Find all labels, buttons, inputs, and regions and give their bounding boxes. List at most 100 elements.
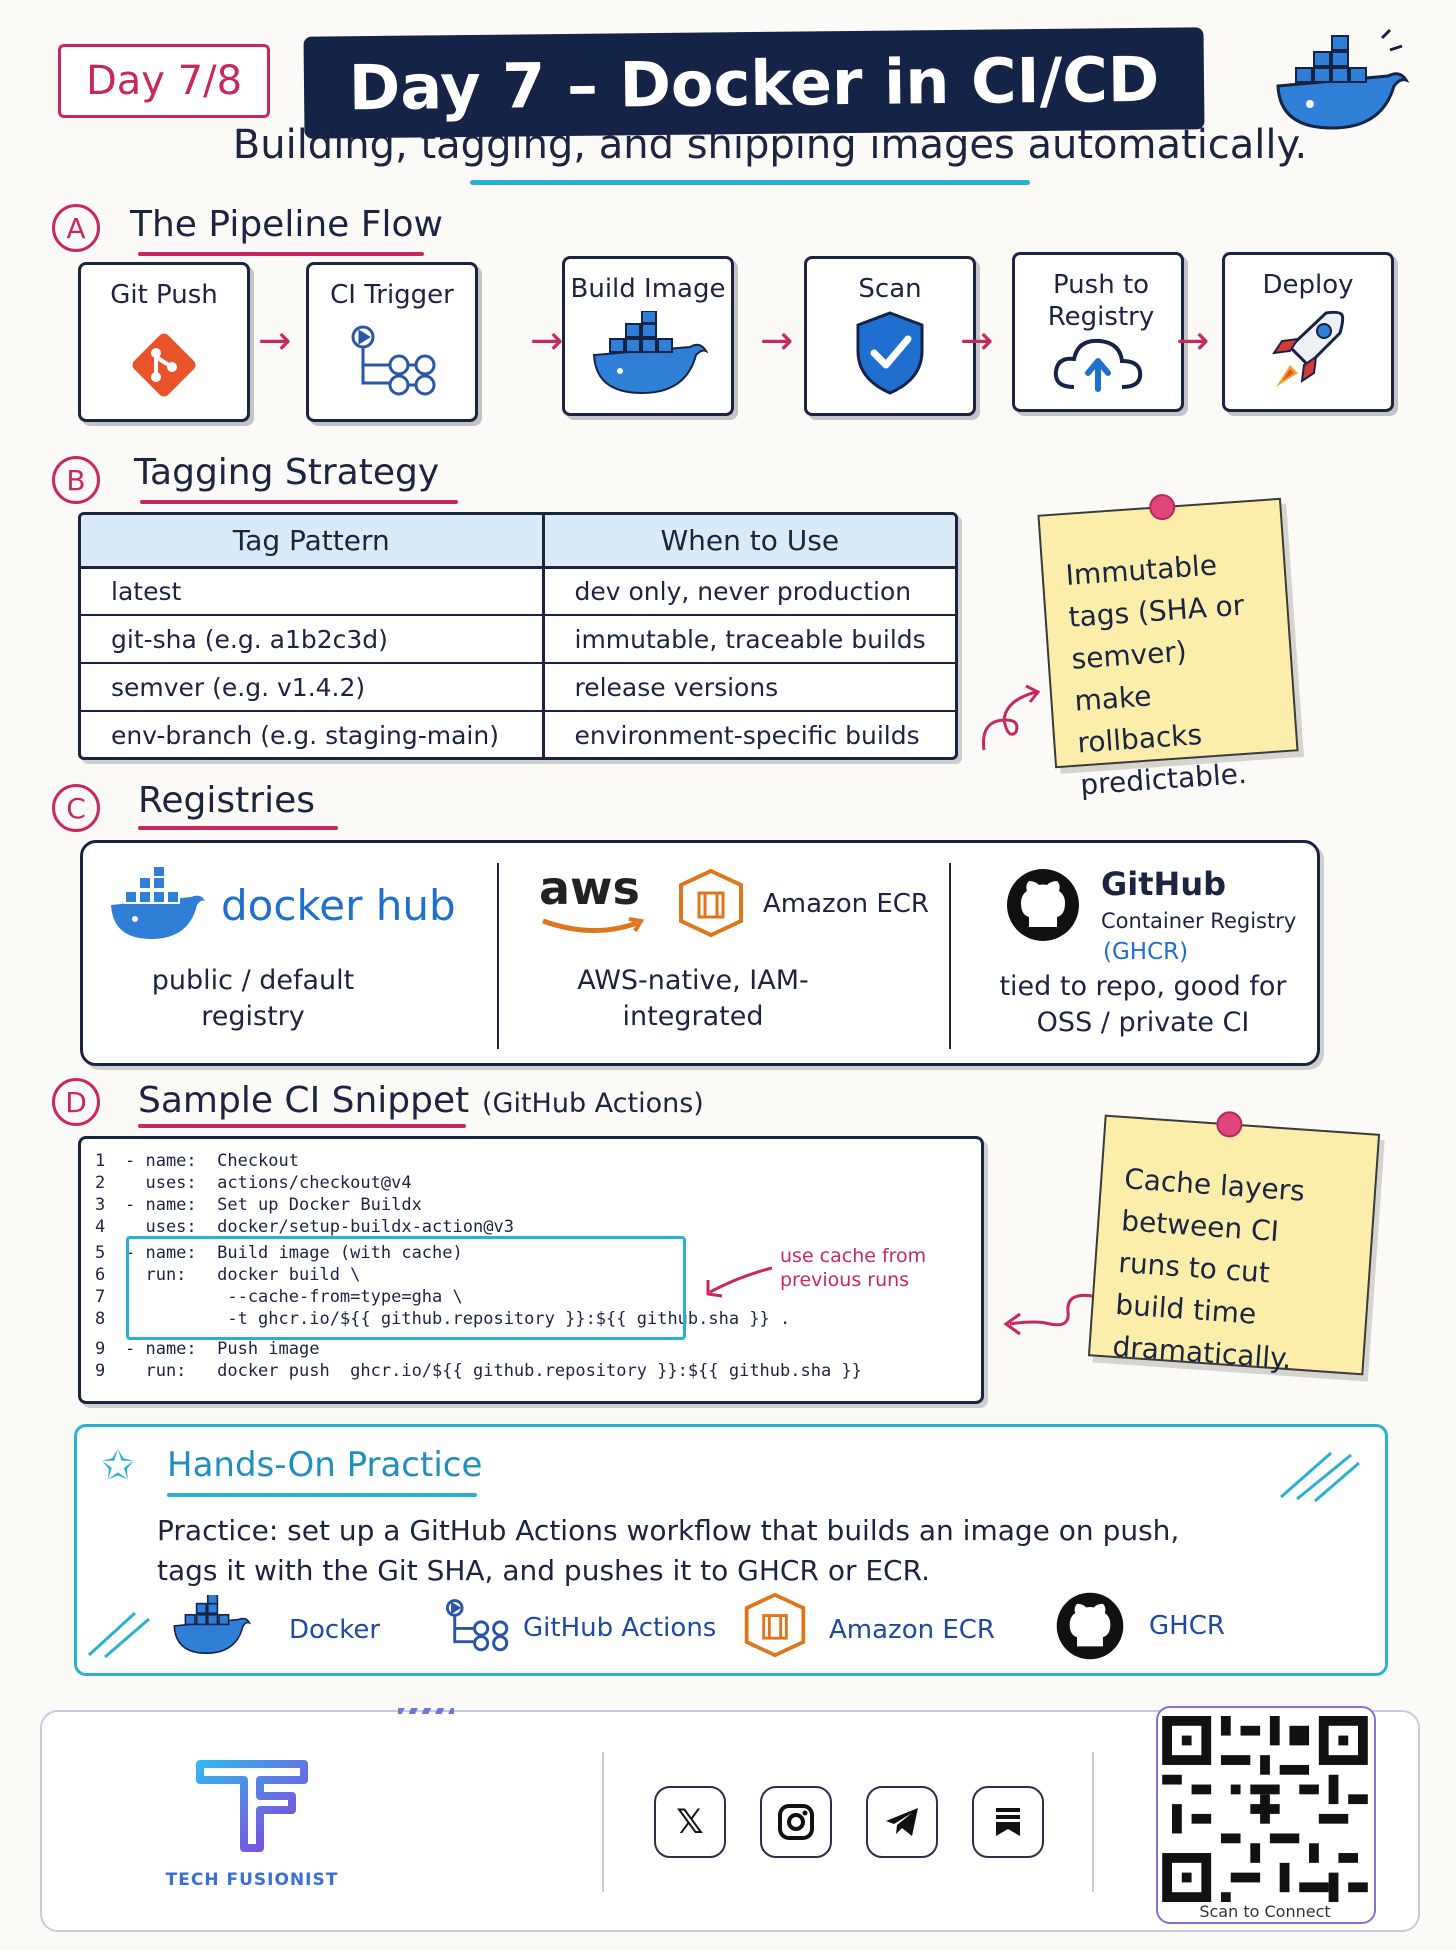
step-label: Git Push [110, 280, 218, 310]
annotation-arrow-icon [706, 1266, 773, 1298]
docker-whale-icon [111, 867, 205, 939]
sticky-note-text: Cache layers between CI runs to cut buil… [1111, 1162, 1306, 1376]
code-text: run: docker push ghcr.io/${{ github.repo… [125, 1361, 862, 1381]
pipeline-step-scan: Scan [804, 256, 976, 416]
line-number: 4 [95, 1217, 106, 1237]
line-number: 8 [95, 1309, 106, 1329]
docker-whale-icon [592, 311, 708, 395]
pipeline-step-deploy: Deploy [1222, 252, 1394, 412]
line-number: 9 [95, 1339, 106, 1359]
practice-underline [167, 1493, 477, 1497]
pushpin-icon [1215, 1110, 1244, 1139]
step-label: CI Trigger [330, 280, 454, 310]
code-line: 4 uses: docker/setup-buildx-action@v3 [95, 1217, 514, 1237]
code-line: 1 - name: Checkout [95, 1151, 299, 1171]
code-text: - name: Push image [125, 1339, 320, 1359]
github-icon [1056, 1592, 1124, 1660]
tool-label-amazon-ecr: Amazon ECR [829, 1615, 995, 1645]
workflow-icon [351, 325, 436, 396]
tool-label-ghcr: GHCR [1149, 1611, 1225, 1641]
docker-whale-icon [1276, 28, 1410, 130]
code-line: 9 run: docker push ghcr.io/${{ github.re… [95, 1361, 862, 1381]
pipeline-step-ci-trigger: CI Trigger [306, 262, 478, 422]
code-line: 8 -t ghcr.io/${{ github.repository }}:${… [95, 1309, 790, 1329]
section-d-marker: D [52, 1078, 100, 1126]
table-header-row: Tag Pattern When to Use [81, 515, 955, 569]
x-icon[interactable]: 𝕏 [654, 1786, 726, 1858]
subtitle-underline [470, 180, 1030, 185]
tag-pattern-cell: semver (e.g. v1.4.2) [81, 662, 545, 711]
qr-caption: Scan to Connect [1199, 1902, 1331, 1921]
decorative-stripes-icon [1280, 1451, 1360, 1503]
telegram-icon[interactable] [866, 1786, 938, 1858]
curved-arrow-icon [1003, 1293, 1093, 1336]
flow-arrow: → [530, 318, 564, 364]
usage-cell: environment-specific builds [543, 710, 955, 757]
github-sublabel: Container Registry [1101, 909, 1297, 933]
sticky-note-text: Immutable tags (SHA or semver) make roll… [1064, 548, 1248, 802]
section-a-title: The Pipeline Flow [130, 204, 443, 245]
line-number: 2 [95, 1173, 106, 1193]
code-line: 2 uses: actions/checkout@v4 [95, 1173, 412, 1193]
code-text: - name: Set up Docker Buildx [125, 1195, 422, 1215]
section-c-underline [138, 826, 338, 830]
practice-title: Hands-On Practice [167, 1445, 483, 1485]
tagging-table: Tag Pattern When to Use latest dev only,… [78, 512, 958, 760]
code-line: 6 run: docker build \ [95, 1265, 360, 1285]
column-header: Tag Pattern [81, 515, 545, 569]
line-number: 3 [95, 1195, 106, 1215]
code-text: --cache-from=type=gha \ [125, 1287, 463, 1307]
flow-arrow: → [960, 318, 994, 364]
column-header: When to Use [543, 515, 955, 569]
usage-cell: immutable, traceable builds [543, 614, 955, 663]
docker-whale-icon [173, 1595, 251, 1655]
cloud-upload-icon [1053, 338, 1143, 392]
amazon-ecr-icon [679, 868, 743, 938]
github-label: GitHub [1101, 865, 1226, 903]
section-a-underline [138, 252, 424, 256]
registry-description: tied to repo, good for OSS / private CI [999, 971, 1287, 1038]
code-text: - name: Checkout [125, 1151, 299, 1171]
qr-code[interactable] [1162, 1716, 1368, 1902]
practice-text: Practice: set up a GitHub Actions workfl… [157, 1514, 1180, 1587]
cache-highlight-box [126, 1236, 686, 1340]
instagram-icon[interactable] [760, 1786, 832, 1858]
cache-annotation: use cache from previous runs [780, 1245, 927, 1291]
usage-cell: dev only, never production [543, 566, 955, 615]
code-line: 7 --cache-from=type=gha \ [95, 1287, 463, 1307]
step-label: Push to Registry [1047, 270, 1155, 332]
git-icon [132, 333, 196, 397]
line-number: 9 [95, 1361, 106, 1381]
substack-icon[interactable] [972, 1786, 1044, 1858]
github-actions-icon [445, 1599, 509, 1652]
tag-pattern-cell: latest [81, 566, 545, 615]
code-text: uses: actions/checkout@v4 [125, 1173, 412, 1193]
code-line: 3 - name: Set up Docker Buildx [95, 1195, 422, 1215]
amazon-ecr-icon [744, 1592, 806, 1658]
registries-panel: docker hub public / default registry aws… [80, 840, 1320, 1066]
divider [1092, 1752, 1094, 1892]
step-label: Deploy [1262, 270, 1354, 300]
tool-label-docker: Docker [289, 1615, 381, 1645]
divider [497, 863, 499, 1049]
flow-arrow: → [258, 318, 292, 364]
pushpin-icon [1148, 493, 1177, 521]
section-c-marker: C [52, 784, 100, 832]
code-line: 5- name: Build image (with cache) [95, 1243, 463, 1263]
divider [602, 1752, 604, 1892]
registry-description: AWS-native, IAM-integrated [577, 965, 809, 1032]
tag-pattern-cell: env-branch (e.g. staging-main) [81, 710, 545, 757]
step-label: Build Image [570, 274, 726, 304]
line-number: 5 [95, 1243, 106, 1263]
usage-cell: release versions [543, 662, 955, 711]
line-number: 1 [95, 1151, 106, 1171]
pipeline-step-git-push: Git Push [78, 262, 250, 422]
line-number: 6 [95, 1265, 106, 1285]
tagging-sticky-note: Immutable tags (SHA or semver) make roll… [1037, 493, 1299, 801]
section-c-title: Registries [138, 780, 315, 821]
line-number: 7 [95, 1287, 106, 1307]
pipeline-step-build-image: Build Image [562, 256, 734, 416]
shield-check-icon [856, 311, 924, 395]
step-label: Scan [858, 274, 922, 304]
decorative-stripes-icon [87, 1611, 150, 1659]
